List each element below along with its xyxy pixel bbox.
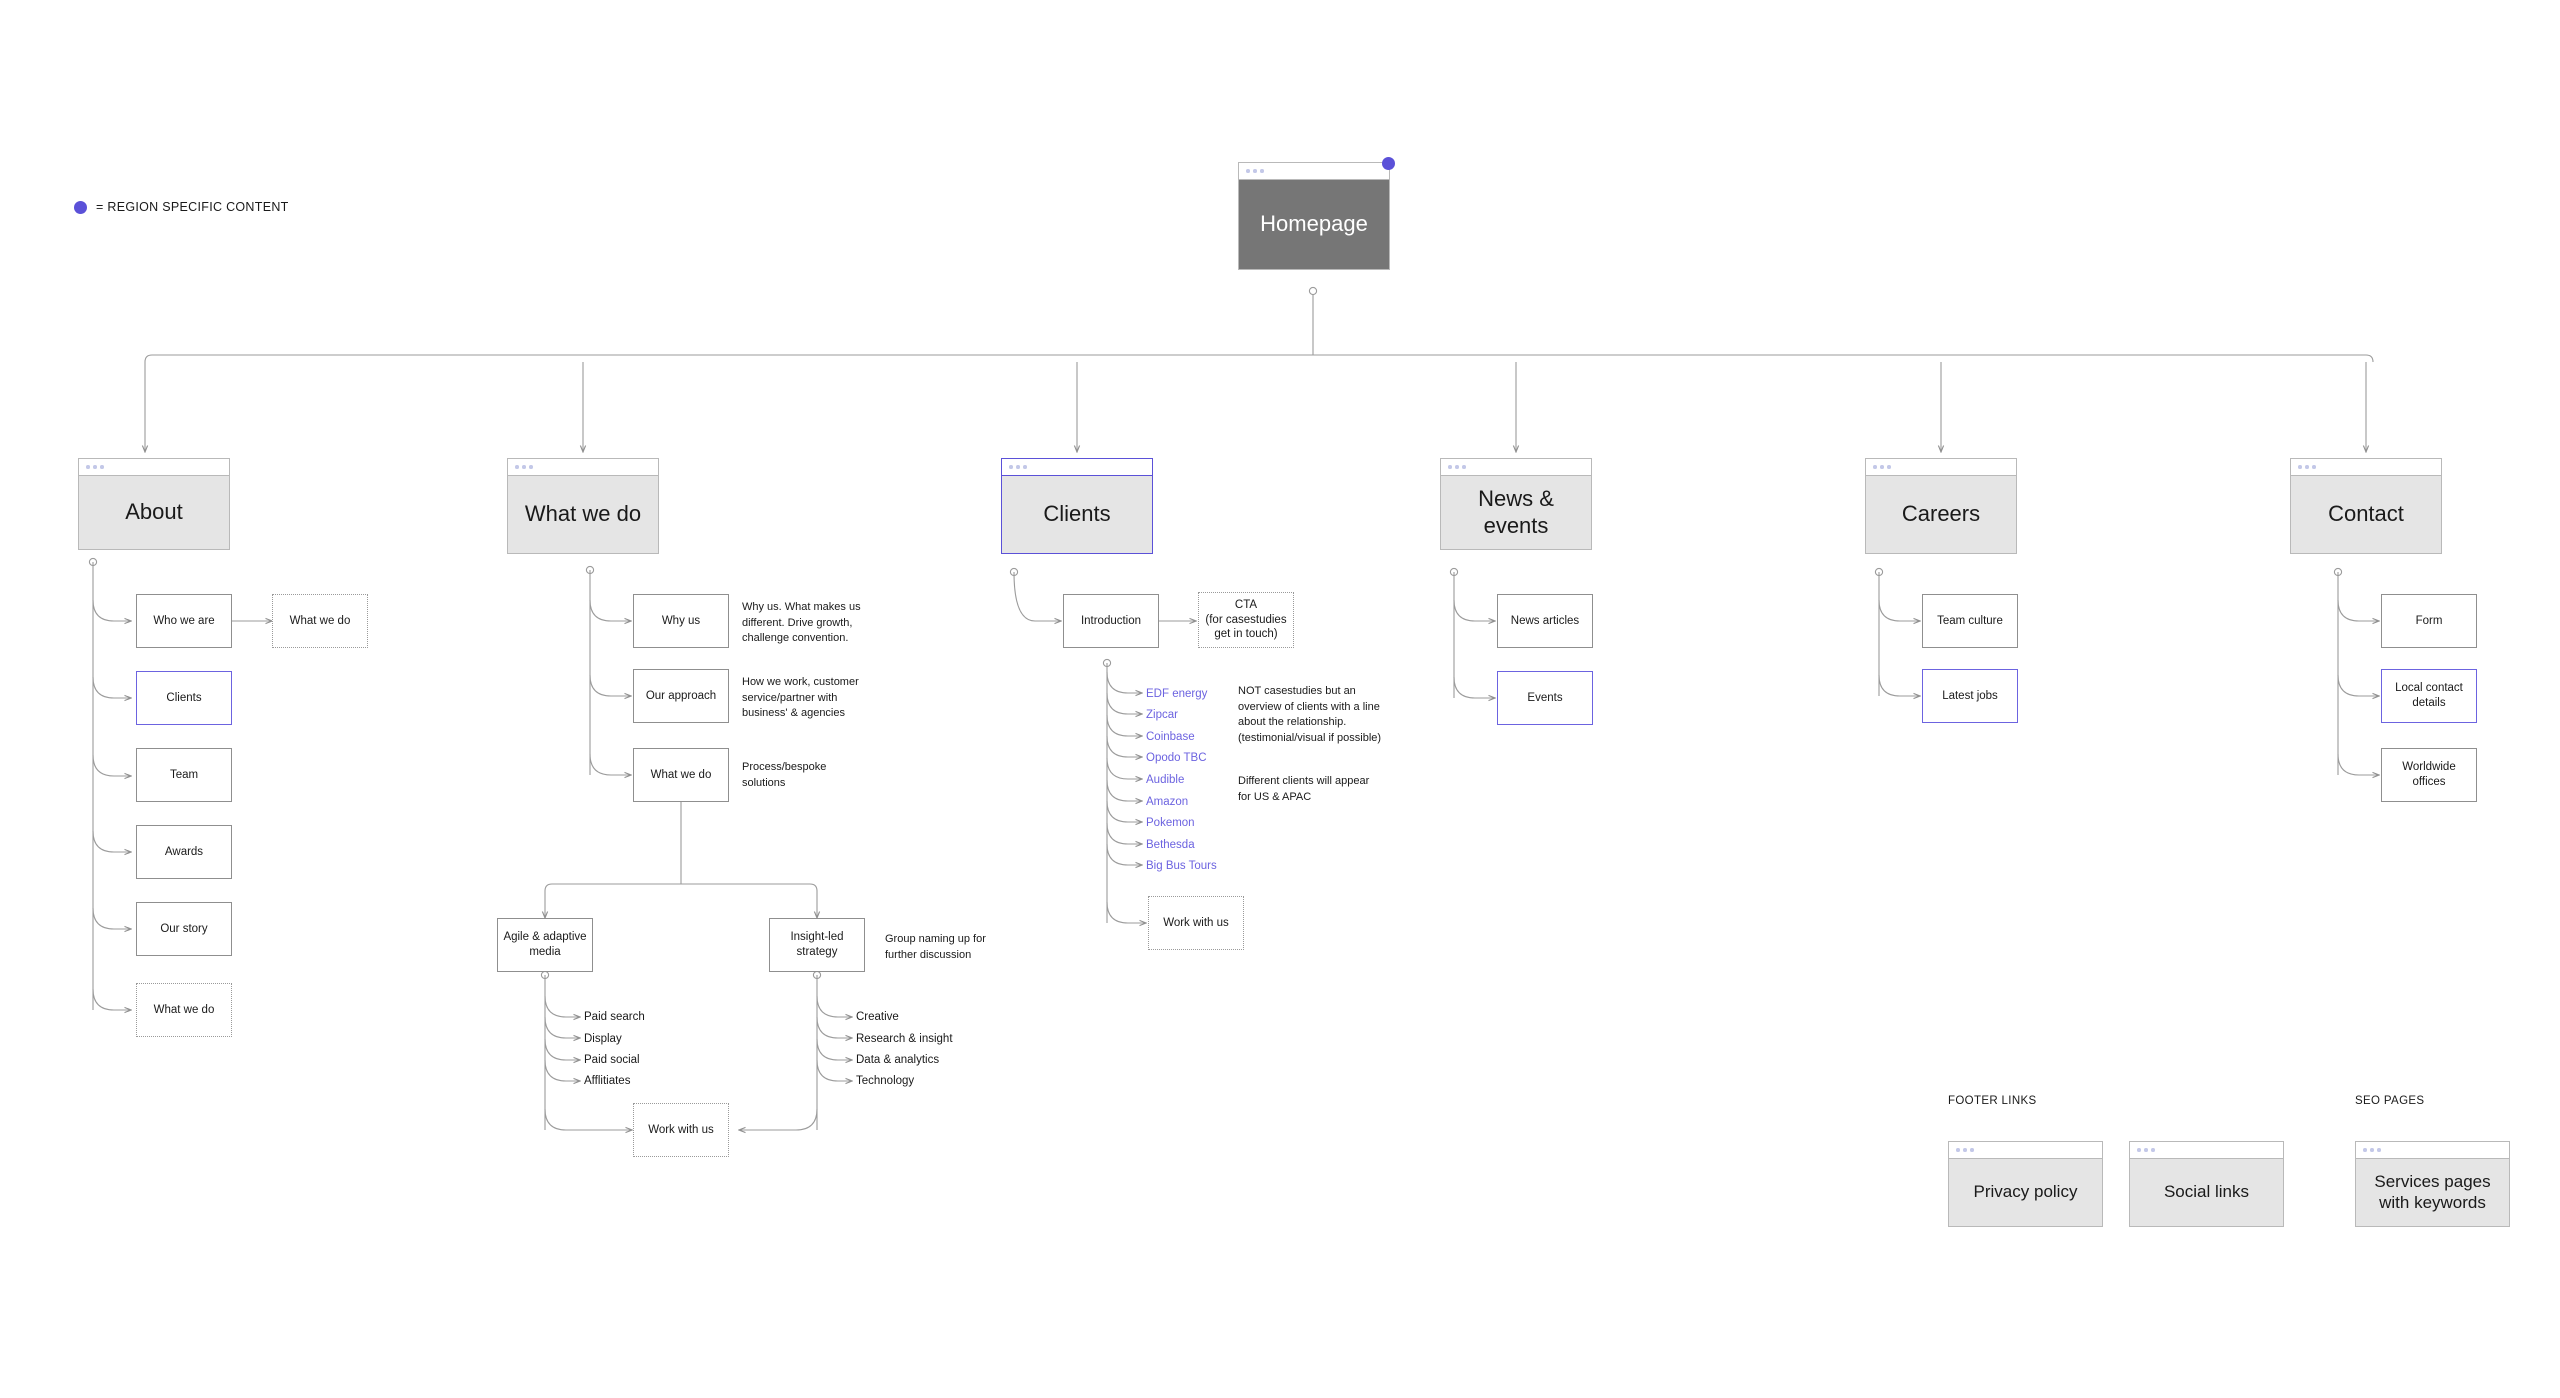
window-titlebar [508,459,658,476]
node-label: Careers [1866,476,2016,553]
node-contact[interactable]: Contact [2290,458,2442,554]
node-label: News & events [1441,476,1591,549]
node-group-agile-adaptive-media[interactable]: Agile & adaptive media [497,918,593,972]
leaf-client-zipcar[interactable]: Zipcar [1146,709,1178,721]
node-wwd-our-approach[interactable]: Our approach [633,669,729,723]
node-local-contact-details[interactable]: Local contact details [2381,669,2477,723]
node-news-articles[interactable]: News articles [1497,594,1593,648]
window-titlebar [1866,459,2016,476]
node-social-links[interactable]: Social links [2129,1141,2284,1227]
node-clients[interactable]: Clients [1001,458,1153,554]
leaf-paid-social[interactable]: Paid social [584,1054,640,1066]
node-wwd-what-we-do[interactable]: What we do [633,748,729,802]
leaf-client-coinbase[interactable]: Coinbase [1146,731,1195,743]
note-why-us: Why us. What makes us different. Drive g… [742,601,861,645]
leaf-display[interactable]: Display [584,1033,622,1045]
note-our-approach: How we work, customer service/partner wi… [742,676,859,720]
node-label: What we do [508,476,658,553]
node-label: About [79,476,229,549]
node-what-we-do[interactable]: What we do [507,458,659,554]
cta-line-2: (for casestudies [1205,613,1287,626]
leaf-client-audible[interactable]: Audible [1146,774,1185,786]
node-homepage[interactable]: Homepage [1238,157,1395,270]
node-label: Services pages with keywords [2356,1159,2509,1226]
node-group-insight-led-strategy[interactable]: Insight-led strategy [769,918,865,972]
node-clients-work-with-us[interactable]: Work with us [1148,896,1244,950]
note-what-we-do: Process/bespoke solutions [742,761,827,789]
node-services-pages-with-keywords[interactable]: Services pages with keywords [2355,1141,2510,1227]
node-privacy-policy[interactable]: Privacy policy [1948,1141,2103,1227]
node-label: Privacy policy [1949,1159,2102,1226]
leaf-data-analytics[interactable]: Data & analytics [856,1054,940,1066]
window-titlebar [1239,163,1389,180]
node-clients-cta[interactable]: CTA (for casestudies get in touch) [1198,592,1294,648]
node-about[interactable]: About [78,458,230,550]
note-group-naming: Group naming up for further discussion [885,933,986,961]
legend: = REGION SPECIFIC CONTENT [74,200,289,214]
window-titlebar [2130,1142,2283,1159]
node-about-what-we-do[interactable]: What we do [136,983,232,1037]
window-titlebar [2291,459,2441,476]
leaf-client-big-bus-tours[interactable]: Big Bus Tours [1146,860,1217,872]
window-titlebar [79,459,229,476]
node-about-our-story[interactable]: Our story [136,902,232,956]
leaf-client-amazon[interactable]: Amazon [1146,796,1189,808]
node-about-clients[interactable]: Clients [136,671,232,725]
cta-line-3: get in touch) [1214,628,1278,641]
node-about-what-we-do-link[interactable]: What we do [272,594,368,648]
node-label: Homepage [1239,180,1389,269]
window-titlebar [1949,1142,2102,1159]
cta-line-1: CTA [1234,598,1258,611]
node-latest-jobs[interactable]: Latest jobs [1922,669,2018,723]
node-label: Contact [2291,476,2441,553]
node-events[interactable]: Events [1497,671,1593,725]
leaf-afflitiates[interactable]: Afflitiates [584,1075,631,1087]
node-team-culture[interactable]: Team culture [1922,594,2018,648]
note-clients-regions: Different clients will appear for US & A… [1238,775,1370,803]
window-titlebar [1002,459,1152,476]
leaf-client-bethesda[interactable]: Bethesda [1146,839,1195,851]
leaf-paid-search[interactable]: Paid search [584,1011,645,1023]
caption-footer-links: FOOTER LINKS [1948,1095,2037,1107]
region-dot-icon [74,200,87,214]
node-about-team[interactable]: Team [136,748,232,802]
node-wwd-work-with-us[interactable]: Work with us [633,1103,729,1157]
leaf-client-opodo-tbc[interactable]: Opodo TBC [1146,752,1207,764]
leaf-research-insight[interactable]: Research & insight [856,1033,953,1045]
leaf-client-pokemon[interactable]: Pokemon [1146,817,1195,829]
node-about-awards[interactable]: Awards [136,825,232,879]
node-contact-form[interactable]: Form [2381,594,2477,648]
node-label: Clients [1002,476,1152,553]
node-worldwide-offices[interactable]: Worldwide offices [2381,748,2477,802]
leaf-technology[interactable]: Technology [856,1075,915,1087]
window-titlebar [1441,459,1591,476]
node-news-events[interactable]: News & events [1440,458,1592,550]
legend-label: = REGION SPECIFIC CONTENT [96,200,289,214]
window-titlebar [2356,1142,2509,1159]
region-dot-icon [1382,157,1395,170]
node-about-who-we-are[interactable]: Who we are [136,594,232,648]
leaf-client-edf-energy[interactable]: EDF energy [1146,688,1208,700]
caption-seo-pages: SEO PAGES [2355,1095,2425,1107]
note-clients-overview: NOT casestudies but an overview of clien… [1238,685,1382,744]
node-wwd-why-us[interactable]: Why us [633,594,729,648]
node-clients-introduction[interactable]: Introduction [1063,594,1159,648]
leaf-creative[interactable]: Creative [856,1011,899,1023]
node-label: Social links [2130,1159,2283,1226]
node-careers[interactable]: Careers [1865,458,2017,554]
